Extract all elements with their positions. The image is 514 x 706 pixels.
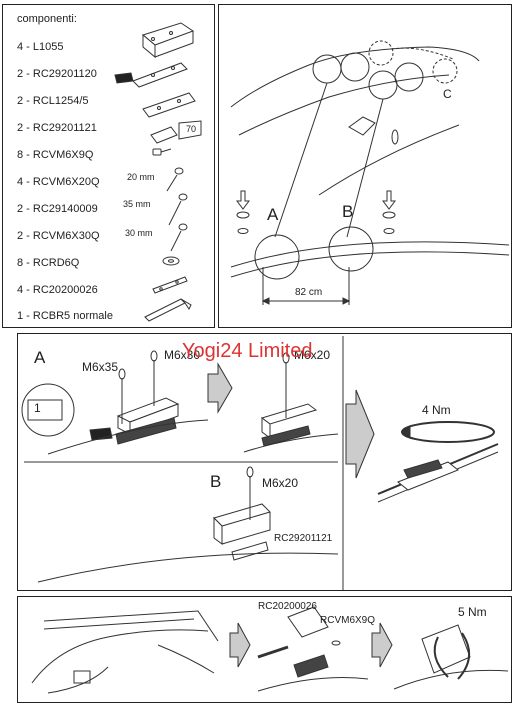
- size-35mm: 35 mm: [123, 199, 151, 209]
- part-rcvm6x20q: 4 - RCVM6X20Q: [17, 176, 100, 188]
- watermark: Yogi24 Limited: [182, 340, 313, 362]
- spec-m6x20-a: M6x20: [294, 348, 331, 362]
- roof-label-c: C: [443, 87, 452, 101]
- part-l1055: 4 - L1055: [17, 41, 64, 53]
- size-20mm: 20 mm: [127, 172, 155, 182]
- size-30mm: 30 mm: [125, 228, 153, 238]
- mount-panel: RC20200026 RCVM6X9Q 5 Nm: [17, 596, 512, 703]
- mount-part-rcvm6x9q: RCVM6X9Q: [320, 615, 376, 626]
- assembly-label-a: A: [34, 348, 46, 367]
- roof-panel: A B C 82 cm: [218, 4, 512, 328]
- roof-illustration: [230, 40, 510, 305]
- part-label-rc29201121: RC29201121: [274, 533, 333, 544]
- part-rc29201120: 2 - RC29201120: [17, 68, 97, 80]
- assembly-panel: A M6x35 M6x30 M6x20 1 4 Nm B M6x20 RC292…: [17, 333, 512, 591]
- screw-m6x35-icon: [168, 193, 188, 226]
- part-rcbr5: 1 - RCBR5 normale: [17, 310, 113, 322]
- part-rcl1254: 2 - RCL1254/5: [17, 95, 89, 107]
- torque-4nm: 4 Nm: [422, 403, 451, 417]
- components-header: componenti:: [17, 13, 77, 25]
- screw-m6x9-icon: [152, 148, 172, 156]
- tag-70: 70: [186, 124, 197, 134]
- assembly-label-b: B: [210, 472, 222, 491]
- roof-label-a: A: [267, 205, 279, 224]
- screw-m6x30-icon: [170, 223, 188, 252]
- mount-part-rc20200026: RC20200026: [258, 601, 317, 612]
- spec-m6x30: M6x30: [164, 348, 201, 362]
- components-panel: componenti: 4 - L1055 2 - RC29201120 2 -…: [2, 4, 215, 328]
- components-illustrations: [114, 22, 202, 322]
- screw-m6x20-icon: [166, 167, 184, 192]
- position-1: 1: [34, 401, 41, 415]
- part-rcvm6x9q: 8 - RCVM6X9Q: [17, 149, 94, 161]
- mount-illustration: [31, 606, 509, 694]
- spec-m6x20-b: M6x20: [262, 476, 299, 490]
- torque-5nm: 5 Nm: [458, 605, 487, 619]
- assembly-illustration: [21, 336, 499, 590]
- distance-label: 82 cm: [295, 287, 323, 298]
- part-rc29140009: 2 - RC29140009: [17, 203, 98, 215]
- part-rc20200026: 4 - RC20200026: [17, 284, 98, 296]
- roof-label-b: B: [342, 202, 354, 221]
- part-rcvm6x30q: 2 - RCVM6X30Q: [17, 230, 100, 242]
- part-rc29201121: 2 - RC29201121: [17, 122, 97, 134]
- spec-m6x35: M6x35: [82, 360, 119, 374]
- part-rcrd6q: 8 - RCRD6Q: [17, 257, 80, 269]
